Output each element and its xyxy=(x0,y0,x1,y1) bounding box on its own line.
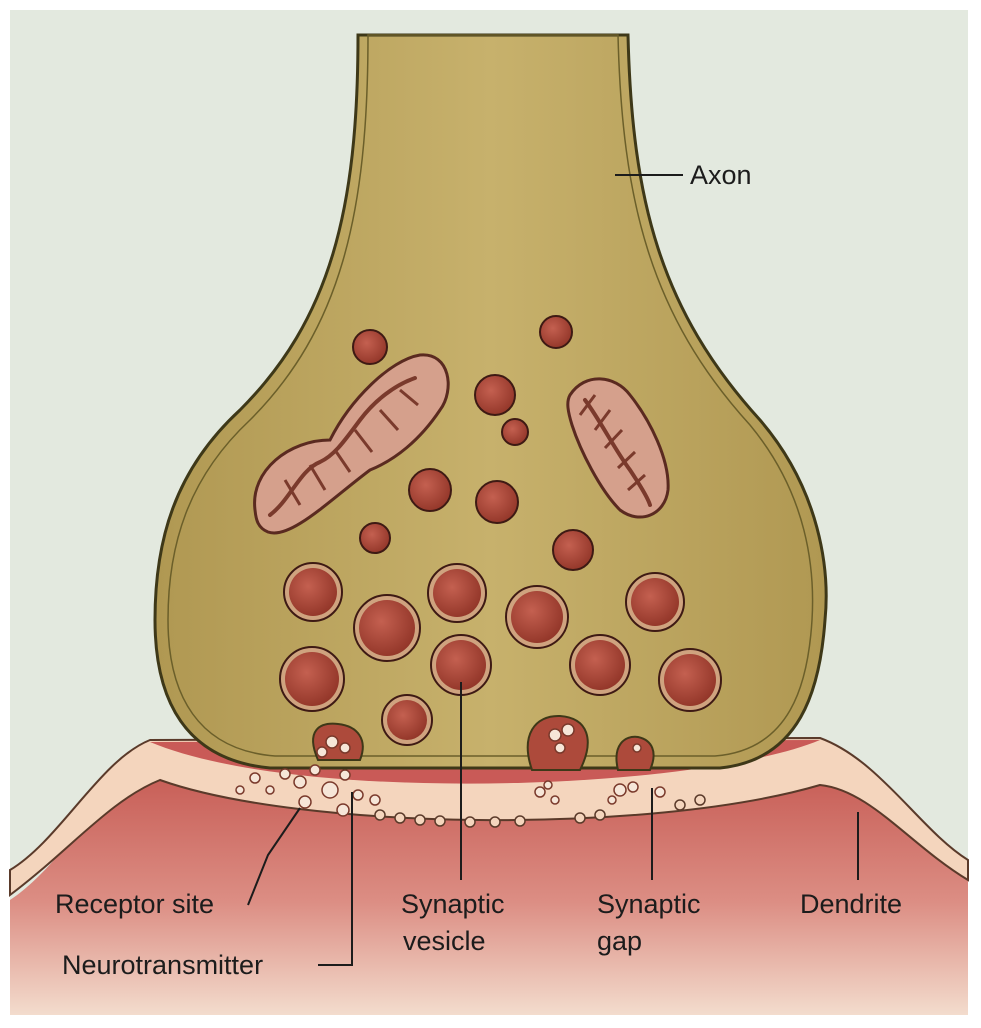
neurotransmitter-label: Neurotransmitter xyxy=(62,950,263,980)
synaptic-vesicle-label-line2: vesicle xyxy=(403,926,486,956)
axon-label: Axon xyxy=(690,160,752,190)
synaptic-vesicle-label-line1: Synaptic xyxy=(401,889,505,919)
synaptic-gap-label-line2: gap xyxy=(597,926,642,956)
synaptic-gap-label-line1: Synaptic xyxy=(597,889,701,919)
dendrite-label: Dendrite xyxy=(800,889,902,919)
receptor-site-label: Receptor site xyxy=(55,889,214,919)
